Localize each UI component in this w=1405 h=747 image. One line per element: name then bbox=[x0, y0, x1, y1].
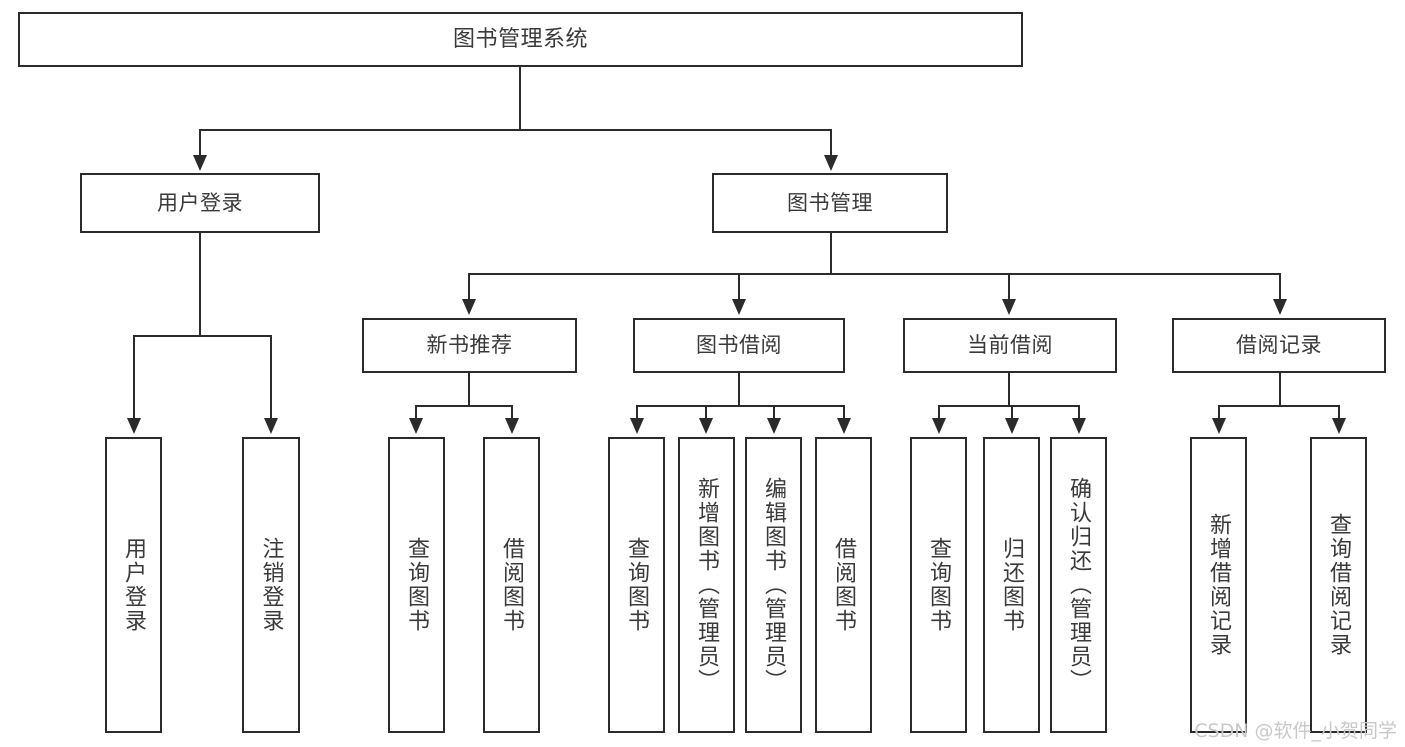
connector-current-bus bbox=[938, 405, 1078, 407]
connector-borrow-bus bbox=[636, 405, 844, 407]
leaf-user-login[interactable]: 用户登录 bbox=[105, 437, 162, 733]
leaf-query-book-1-label: 查询图书 bbox=[404, 537, 430, 633]
connector-current-c1 bbox=[938, 405, 940, 420]
leaf-borrow-book-1[interactable]: 借阅图书 bbox=[483, 437, 540, 733]
arrow-to-leaf-edit-book bbox=[767, 418, 781, 434]
arrow-to-leaf-confirm-return bbox=[1072, 418, 1086, 434]
leaf-return-book-label: 归还图书 bbox=[999, 537, 1025, 633]
arrow-to-user-login bbox=[193, 155, 207, 171]
arrow-to-leaf-user-login bbox=[127, 418, 141, 434]
leaf-edit-book-label: 编辑图书（管理员） bbox=[761, 477, 787, 693]
arrow-to-leaf-borrow-book-2 bbox=[837, 418, 851, 434]
connector-user-login-bus bbox=[133, 335, 271, 337]
connector-current-stem bbox=[1008, 373, 1010, 407]
arrow-to-leaf-query-book-1 bbox=[409, 418, 423, 434]
leaf-add-book[interactable]: 新增图书（管理员） bbox=[678, 437, 735, 733]
arrow-to-borrow-record bbox=[1273, 299, 1287, 315]
connector-book-manage-bus bbox=[468, 273, 1280, 275]
connector-user-login-stem bbox=[199, 233, 201, 336]
arrow-to-leaf-add-book bbox=[699, 418, 713, 434]
connector-borrow-c4 bbox=[843, 405, 845, 420]
arrow-to-leaf-query-book-2 bbox=[630, 418, 644, 434]
connector-recommend-stem bbox=[468, 373, 470, 407]
leaf-borrow-book-2-label: 借阅图书 bbox=[831, 537, 857, 633]
arrow-to-current-borrow bbox=[1002, 299, 1016, 315]
leaf-confirm-return[interactable]: 确认归还（管理员） bbox=[1050, 437, 1107, 733]
node-book-borrow[interactable]: 图书借阅 bbox=[633, 318, 845, 373]
leaf-logout[interactable]: 注销登录 bbox=[242, 437, 300, 733]
connector-bm-to-recommend bbox=[468, 273, 470, 300]
leaf-query-book-3-label: 查询图书 bbox=[926, 537, 952, 633]
connector-user-login-left bbox=[133, 335, 135, 420]
connector-bm-to-record bbox=[1279, 273, 1281, 300]
connector-borrow-c2 bbox=[705, 405, 707, 420]
leaf-edit-book[interactable]: 编辑图书（管理员） bbox=[745, 437, 802, 733]
connector-current-c2 bbox=[1011, 405, 1013, 420]
leaf-query-book-2-label: 查询图书 bbox=[624, 537, 650, 633]
connector-bm-to-borrow bbox=[738, 273, 740, 300]
node-current-borrow-label: 当前借阅 bbox=[967, 333, 1053, 358]
connector-user-login-right bbox=[270, 335, 272, 420]
connector-borrow-c1 bbox=[636, 405, 638, 420]
node-root-label: 图书管理系统 bbox=[452, 26, 588, 52]
node-book-manage[interactable]: 图书管理 bbox=[712, 173, 948, 233]
leaf-borrow-book-1-label: 借阅图书 bbox=[499, 537, 525, 633]
connector-book-manage-stem bbox=[830, 233, 832, 275]
connector-borrow-stem bbox=[738, 373, 740, 407]
leaf-add-book-label: 新增图书（管理员） bbox=[694, 477, 720, 693]
connector-root-to-user-login bbox=[199, 129, 201, 157]
arrow-to-leaf-add-record bbox=[1212, 418, 1226, 434]
connector-current-c3 bbox=[1078, 405, 1080, 420]
arrow-to-new-book-recommend bbox=[462, 299, 476, 315]
leaf-query-record-label: 查询借阅记录 bbox=[1326, 513, 1352, 657]
arrow-to-book-manage bbox=[824, 155, 838, 171]
leaf-add-record[interactable]: 新增借阅记录 bbox=[1190, 437, 1247, 733]
leaf-logout-label: 注销登录 bbox=[258, 537, 284, 633]
arrow-to-leaf-query-book-3 bbox=[932, 418, 946, 434]
leaf-user-login-label: 用户登录 bbox=[121, 537, 147, 633]
connector-record-l bbox=[1218, 405, 1220, 420]
arrow-to-leaf-return-book bbox=[1005, 418, 1019, 434]
connector-recommend-l bbox=[415, 405, 417, 420]
connector-recommend-bus bbox=[415, 405, 513, 407]
connector-recommend-r bbox=[511, 405, 513, 420]
node-book-manage-label: 图书管理 bbox=[787, 190, 873, 215]
node-book-borrow-label: 图书借阅 bbox=[696, 333, 782, 358]
leaf-return-book[interactable]: 归还图书 bbox=[983, 437, 1040, 733]
connector-record-r bbox=[1338, 405, 1340, 420]
connector-record-bus bbox=[1218, 405, 1338, 407]
watermark-text: CSDN @软件_小贺同学 bbox=[1194, 720, 1397, 742]
leaf-query-record[interactable]: 查询借阅记录 bbox=[1310, 437, 1367, 733]
leaf-query-book-2[interactable]: 查询图书 bbox=[608, 437, 665, 733]
node-root[interactable]: 图书管理系统 bbox=[18, 12, 1023, 67]
node-borrow-record[interactable]: 借阅记录 bbox=[1172, 318, 1386, 373]
connector-root-to-book-manage bbox=[830, 129, 832, 157]
node-borrow-record-label: 借阅记录 bbox=[1236, 333, 1322, 358]
connector-root-stem bbox=[519, 67, 521, 130]
node-new-book-recommend[interactable]: 新书推荐 bbox=[362, 318, 577, 373]
node-new-book-recommend-label: 新书推荐 bbox=[426, 333, 513, 358]
arrow-to-leaf-query-record bbox=[1332, 418, 1346, 434]
node-user-login[interactable]: 用户登录 bbox=[80, 173, 320, 233]
arrow-to-book-borrow bbox=[732, 299, 746, 315]
node-current-borrow[interactable]: 当前借阅 bbox=[903, 318, 1117, 373]
leaf-query-book-3[interactable]: 查询图书 bbox=[910, 437, 967, 733]
leaf-add-record-label: 新增借阅记录 bbox=[1206, 513, 1232, 657]
connector-bm-to-current bbox=[1008, 273, 1010, 300]
connector-root-bus bbox=[199, 129, 831, 131]
arrow-to-leaf-logout bbox=[264, 418, 278, 434]
connector-borrow-c3 bbox=[773, 405, 775, 420]
arrow-to-leaf-borrow-book-1 bbox=[505, 418, 519, 434]
leaf-borrow-book-2[interactable]: 借阅图书 bbox=[815, 437, 872, 733]
leaf-confirm-return-label: 确认归还（管理员） bbox=[1066, 477, 1092, 693]
node-user-login-label: 用户登录 bbox=[157, 190, 243, 215]
connector-record-stem bbox=[1279, 373, 1281, 407]
leaf-query-book-1[interactable]: 查询图书 bbox=[388, 437, 445, 733]
